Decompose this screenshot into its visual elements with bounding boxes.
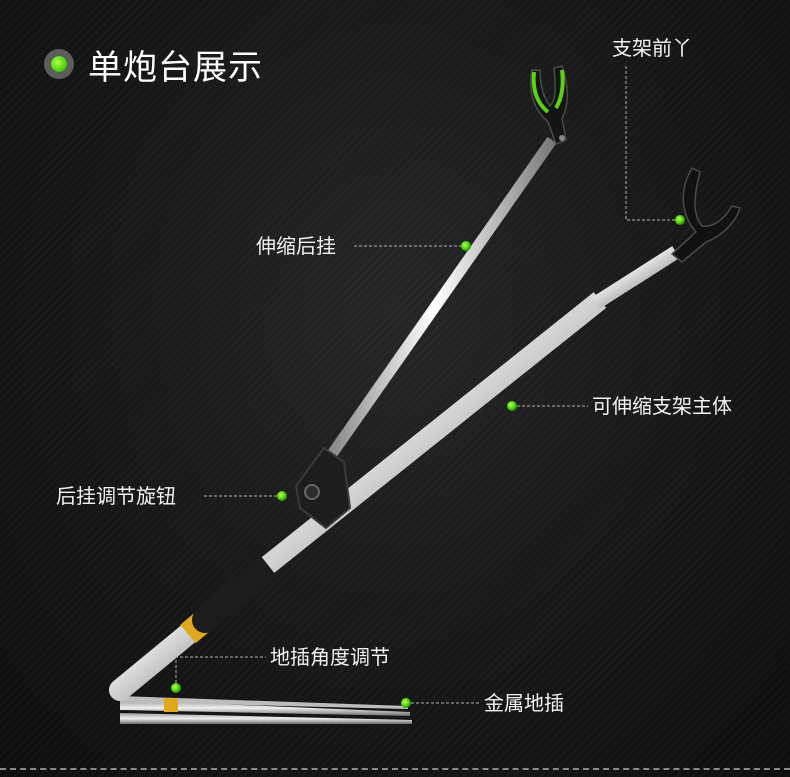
label-rear-hook: 伸缩后挂 [256, 234, 336, 258]
label-main-body: 可伸缩支架主体 [592, 394, 732, 418]
callout-dot-icon [401, 698, 411, 708]
green-bullet-icon [44, 49, 74, 79]
section-header: 单炮台展示 [44, 42, 263, 88]
callout-dot-icon [277, 491, 287, 501]
callout-dot-icon [675, 215, 685, 225]
section-title: 单炮台展示 [88, 47, 263, 88]
callout-dot-icon [461, 241, 471, 251]
front-fork [670, 167, 741, 263]
label-metal-spike: 金属地插 [484, 691, 564, 715]
label-angle-adjust: 地插角度调节 [270, 645, 390, 669]
main-telescopic-pole [109, 246, 680, 701]
rear-fork [530, 65, 568, 145]
callout-dot-icon [507, 401, 517, 411]
foam-grip [192, 549, 285, 633]
label-adjust-knob: 后挂调节旋钮 [56, 484, 176, 508]
bottom-divider [0, 768, 790, 770]
callout-lines [175, 66, 680, 704]
metal-spike [120, 696, 412, 724]
label-front-fork: 支架前丫 [612, 36, 692, 60]
callout-dots [171, 215, 685, 708]
callout-dot-icon [171, 683, 181, 693]
adjust-knob [294, 446, 352, 530]
rear-hook-arm [313, 136, 557, 478]
spike-gold-band [164, 698, 178, 712]
